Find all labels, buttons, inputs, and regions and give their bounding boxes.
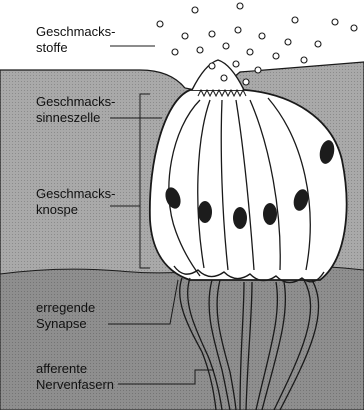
label-line: afferente [36, 361, 114, 377]
nucleus [233, 207, 247, 229]
label-synapse: erregende Synapse [36, 300, 95, 332]
label-line: Geschmacks- [36, 186, 115, 202]
label-line: Synapse [36, 316, 95, 332]
label-line: stoffe [36, 40, 115, 56]
nucleus [263, 203, 277, 225]
label-taste-cell: Geschmacks- sinneszelle [36, 94, 115, 126]
label-taste-substances: Geschmacks- stoffe [36, 24, 115, 56]
label-line: Nervenfasern [36, 377, 114, 393]
label-taste-bud: Geschmacks- knospe [36, 186, 115, 218]
label-line: Geschmacks- [36, 94, 115, 110]
label-line: knospe [36, 202, 115, 218]
taste-bud-outline [150, 90, 347, 280]
label-line: sinneszelle [36, 110, 115, 126]
label-nerve-fibers: afferente Nervenfasern [36, 361, 114, 393]
label-line: Geschmacks- [36, 24, 115, 40]
label-line: erregende [36, 300, 95, 316]
nucleus [198, 201, 212, 223]
